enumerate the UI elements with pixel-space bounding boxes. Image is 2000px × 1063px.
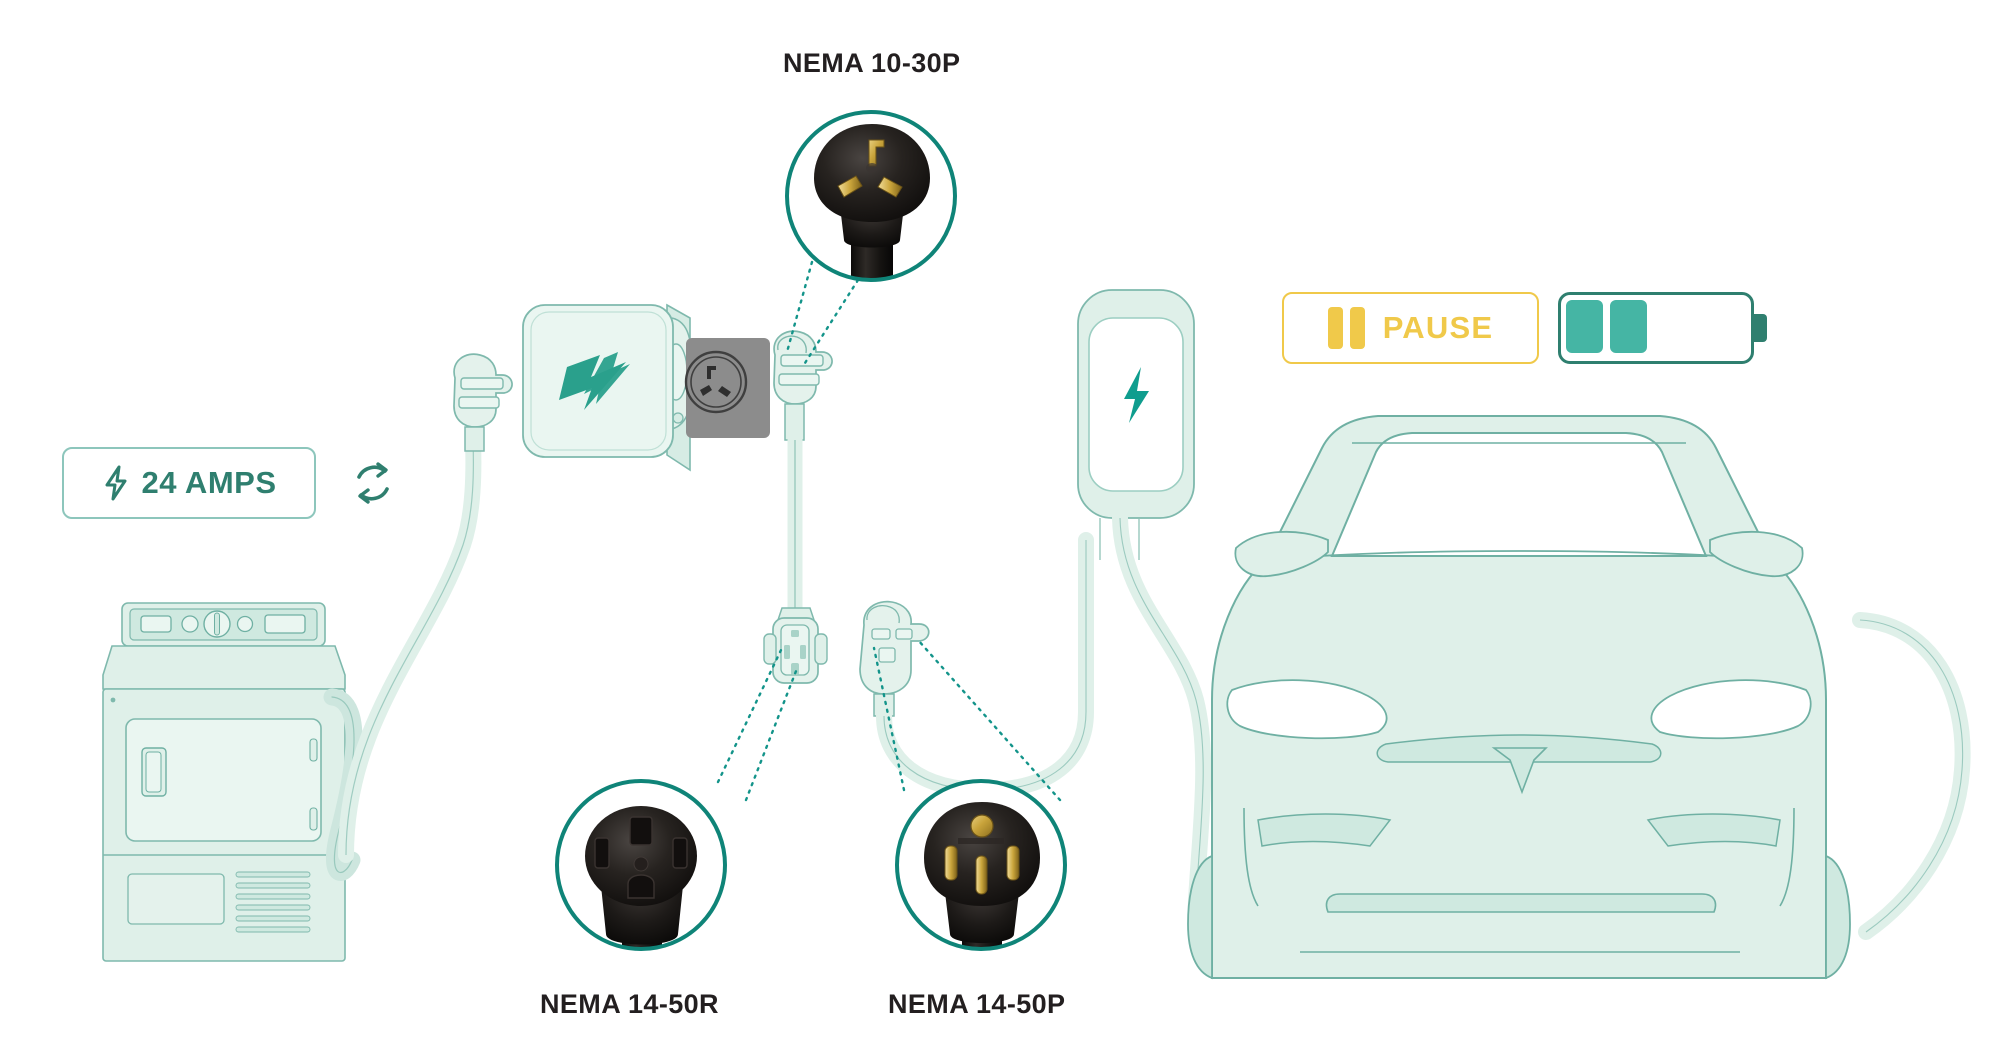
- pin-hot-right: [1006, 845, 1020, 881]
- evse-bolt-icon: [1124, 367, 1149, 423]
- car-wheel-left: [1187, 854, 1213, 980]
- car-mirror-left: [1234, 530, 1329, 578]
- callout-photo-nema-10-30p: [785, 110, 957, 282]
- pause-icon: [1327, 307, 1365, 349]
- pin-ground: [970, 814, 994, 838]
- slot-hot-right: [672, 837, 688, 869]
- plug-14-50p-blade-left: [871, 628, 891, 640]
- car-wheel-right: [1825, 854, 1851, 980]
- car-headlight-right: [1650, 679, 1812, 740]
- plug-14-50p-blade-center: [878, 647, 896, 663]
- tesla-emblem-icon: [1491, 747, 1548, 795]
- car-illustration: [1187, 415, 1851, 980]
- receptacle-slot-left: [784, 645, 790, 659]
- receptacle-slot-ground: [791, 663, 799, 675]
- label-nema-10-30p: NEMA 10-30P: [783, 48, 961, 78]
- dryer-vent-slots: [235, 871, 311, 933]
- amps-value: 24 AMPS: [141, 465, 277, 500]
- callout-photo-nema-14-50r: [555, 779, 727, 951]
- label-nema-14-50r: NEMA 14-50R: [540, 989, 719, 1019]
- wall-outlet-illustration: [684, 338, 770, 438]
- dryer-knob-left: [181, 615, 199, 633]
- smart-adapter-illustration: [522, 303, 693, 472]
- plug-blade-upper: [780, 354, 824, 367]
- slot-neutral: [629, 816, 653, 846]
- callout-ring-nema-14-50p: [895, 779, 1067, 951]
- car-intake-right: [1646, 813, 1781, 847]
- callout-photo-nema-14-50p: [895, 779, 1067, 951]
- evse-illustration: [1077, 289, 1195, 560]
- pin-neutral: [975, 855, 988, 895]
- car-mirror-right: [1709, 530, 1804, 578]
- slot-hot-left: [594, 837, 610, 869]
- dryer-door: [125, 718, 322, 842]
- dryer-knob-right: [236, 615, 254, 633]
- car-bumper-lip: [1325, 893, 1717, 913]
- illustrated-plug-10-30p-left: [453, 353, 513, 452]
- label-nema-14-50p: NEMA 14-50P: [888, 989, 1066, 1019]
- dryer-control-panel: [121, 602, 326, 647]
- plug-14-50p-blade-right: [895, 628, 913, 640]
- slot-ground: [627, 874, 655, 899]
- dryer-display-right: [264, 614, 306, 634]
- illustrated-receptacle-14-50r: [763, 607, 828, 684]
- battery-indicator: [1558, 292, 1767, 364]
- callout-leader-lines: [716, 260, 1062, 802]
- adapter-logo-icon: [559, 352, 630, 410]
- refresh-icon[interactable]: [345, 455, 401, 511]
- car-intake-left: [1257, 813, 1392, 847]
- callout-ring-nema-10-30p: [785, 110, 957, 282]
- battery-cap: [1754, 314, 1767, 342]
- battery-pause-fill: [1566, 300, 1647, 353]
- dryer-display-left: [140, 615, 172, 633]
- pause-label: PAUSE: [1382, 310, 1494, 345]
- plug-blade-lower: [778, 373, 820, 386]
- dryer-illustration: [102, 602, 346, 962]
- receptacle-slot-top: [791, 630, 799, 637]
- callout-ring-nema-14-50r: [555, 779, 727, 951]
- receptacle-slot-right: [800, 645, 806, 659]
- illustrated-plug-10-30p-right: [773, 330, 833, 441]
- pin-hot-left: [944, 845, 958, 881]
- bolt-icon: [105, 465, 127, 501]
- amps-badge: 24 AMPS: [62, 447, 316, 519]
- pause-badge[interactable]: PAUSE: [1282, 292, 1539, 364]
- car-headlight-left: [1226, 679, 1388, 740]
